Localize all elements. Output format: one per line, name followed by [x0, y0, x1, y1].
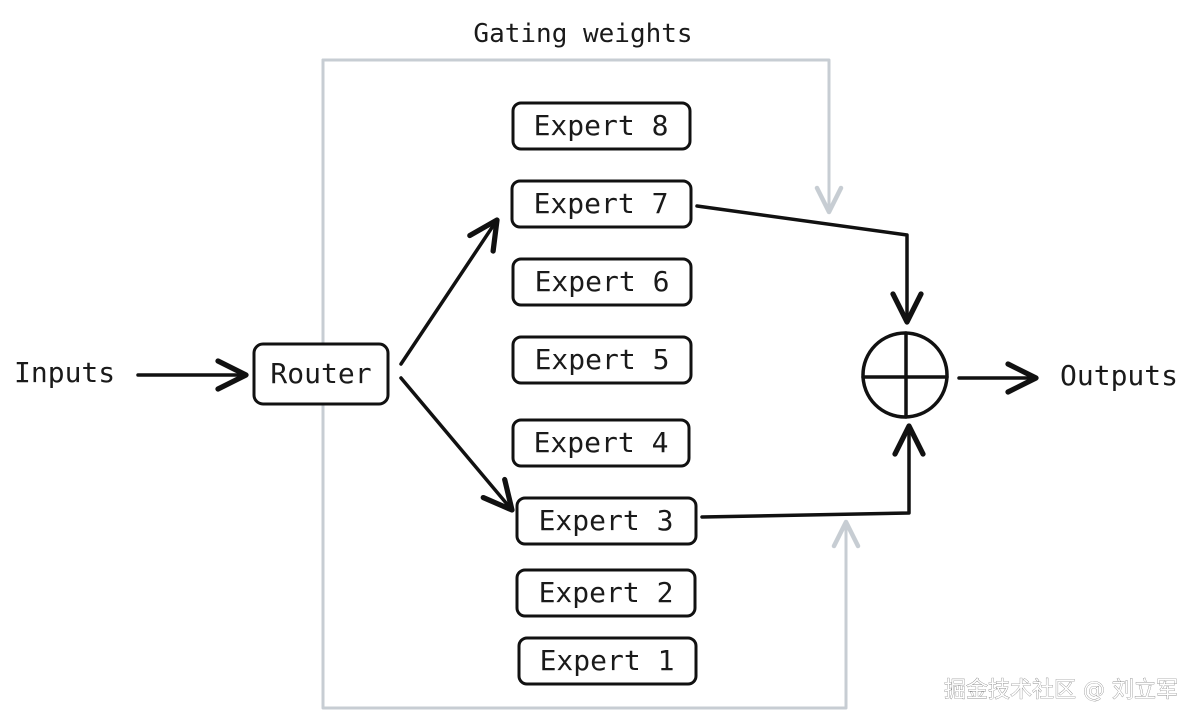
expert-4-node: Expert 4: [511, 418, 691, 468]
expert-7-to-sum-arrow: [695, 204, 924, 325]
expert-7-label: Expert 7: [534, 187, 669, 220]
router-to-expert-7-arrow: [399, 217, 500, 366]
expert-2-label: Expert 2: [539, 576, 674, 609]
inputs-label: Inputs: [14, 356, 115, 389]
expert-8-node: Expert 8: [511, 101, 692, 151]
expert-5-node: Expert 5: [511, 335, 693, 385]
gating-weights-title: Gating weights: [473, 19, 692, 49]
expert-8-label: Expert 8: [534, 109, 669, 142]
expert-1-node: Expert 1: [517, 636, 698, 686]
watermark: 掘金技术社区 @ 刘立军: [944, 678, 1178, 703]
gating-line-top: [321, 58, 844, 215]
expert-4-label: Expert 4: [534, 426, 669, 459]
router-to-expert-3-arrow: [399, 376, 515, 513]
router-node: Router: [252, 342, 390, 406]
expert-5-label: Expert 5: [535, 343, 670, 376]
expert-7-node: Expert 7: [510, 179, 693, 229]
expert-6-node: Expert 6: [511, 257, 693, 307]
expert-3-node: Expert 3: [515, 496, 698, 546]
expert-2-node: Expert 2: [515, 568, 697, 618]
sum-icon: [861, 331, 949, 419]
expert-6-label: Expert 6: [535, 265, 670, 298]
expert-1-label: Expert 1: [540, 644, 675, 677]
outputs-label: Outputs: [1060, 359, 1178, 392]
expert-3-to-sum-arrow: [700, 423, 926, 519]
router-label: Router: [270, 357, 371, 390]
expert-3-label: Expert 3: [539, 504, 674, 537]
